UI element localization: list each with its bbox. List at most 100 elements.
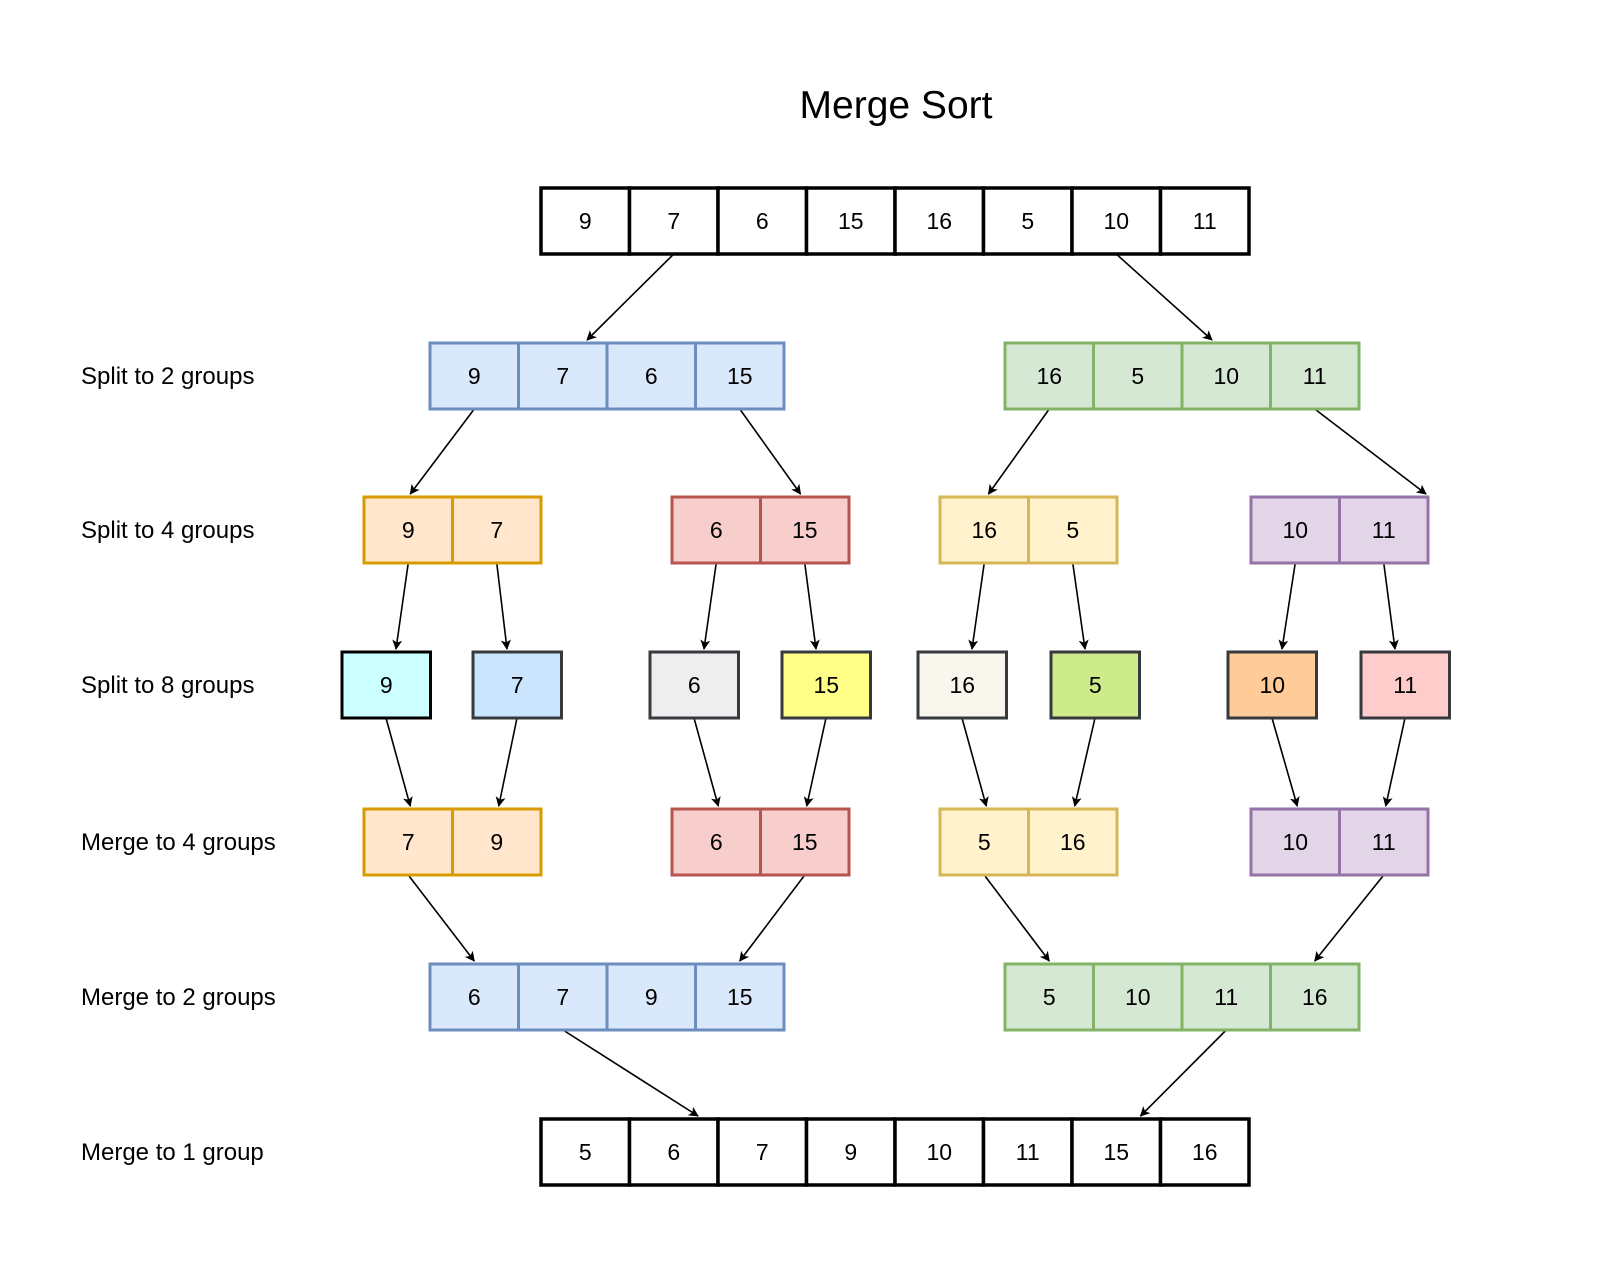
arrows-layer xyxy=(385,253,1427,1117)
input-cell-box xyxy=(716,186,809,256)
flow-arrow xyxy=(968,562,986,650)
stage-0-cell-box xyxy=(428,341,520,411)
stage-0-cell-value: 11 xyxy=(1303,363,1327,389)
input-cell-value: 7 xyxy=(667,208,680,234)
stage-label: Merge to 1 group xyxy=(81,1139,264,1166)
flow-arrow xyxy=(961,717,989,807)
stage-3-cell-value: 16 xyxy=(1060,829,1086,855)
stage-0-cell-box xyxy=(517,341,609,411)
stage-label: Split to 2 groups xyxy=(81,363,254,390)
stage-3-cell-value: 5 xyxy=(978,829,991,855)
flow-arrow xyxy=(1382,717,1406,807)
flow-arrow xyxy=(392,562,410,650)
flow-arrow xyxy=(562,1029,699,1117)
flow-arrow xyxy=(495,562,511,650)
stage-4-cell-value: 11 xyxy=(1214,984,1238,1010)
flow-arrow xyxy=(1071,562,1089,650)
flow-arrow xyxy=(495,717,518,807)
stage-4-cell-box xyxy=(517,962,609,1032)
input-cell-value: 11 xyxy=(1193,208,1217,234)
input-cell-value: 15 xyxy=(838,208,864,234)
stage-1-cell-box xyxy=(1338,495,1430,565)
stage-5-cell-value: 16 xyxy=(1192,1139,1218,1165)
stage-4-cell-value: 5 xyxy=(1043,984,1056,1010)
input-cell-box xyxy=(893,186,986,256)
stage-3-cell-value: 9 xyxy=(490,829,503,855)
input-cell-box xyxy=(804,186,897,256)
flow-arrow xyxy=(1115,253,1213,341)
stage-0-cell-value: 7 xyxy=(556,363,569,389)
stage-2-cell-box xyxy=(648,650,740,720)
stage-5-cell-box xyxy=(804,1117,897,1187)
stage-1-cell-value: 15 xyxy=(792,517,818,543)
stage-5-cell-value: 5 xyxy=(579,1139,592,1165)
flow-arrow xyxy=(803,562,820,650)
stage-3-cell-value: 10 xyxy=(1282,829,1308,855)
flow-arrow xyxy=(700,562,718,650)
stage-1-cell-box xyxy=(451,495,543,565)
stage-2-cell-value: 5 xyxy=(1089,672,1102,698)
stage-5-cell-value: 10 xyxy=(926,1139,952,1165)
flow-arrow xyxy=(409,408,475,495)
stage-label: Split to 4 groups xyxy=(81,517,254,544)
input-cell-value: 6 xyxy=(756,208,769,234)
flow-arrow xyxy=(983,874,1050,962)
stage-2-cell-value: 9 xyxy=(380,672,393,698)
stage-3-cell-box xyxy=(1338,807,1430,877)
flow-arrow xyxy=(693,717,721,807)
stage-1-cell-value: 11 xyxy=(1372,517,1396,543)
stage-5-cell-box xyxy=(716,1117,809,1187)
stage-3-cell-box xyxy=(759,807,851,877)
stage-4-cell-value: 16 xyxy=(1302,984,1328,1010)
flow-arrow xyxy=(1278,562,1297,650)
stage-2-cell-value: 10 xyxy=(1259,672,1285,698)
stage-0-cell-value: 15 xyxy=(727,363,753,389)
stage-5-cell-box xyxy=(1158,1117,1251,1187)
stage-3-cell-box xyxy=(451,807,543,877)
stage-2-cell-box xyxy=(1049,650,1141,720)
stage-3-cell-value: 6 xyxy=(710,829,723,855)
flow-arrow xyxy=(803,717,827,807)
stage-1-cell-box xyxy=(938,495,1030,565)
stage-0-cell-value: 10 xyxy=(1213,363,1239,389)
stage-5-cell-value: 6 xyxy=(667,1139,680,1165)
input-cell-value: 5 xyxy=(1021,208,1034,234)
stage-2-cell-value: 11 xyxy=(1393,672,1417,698)
stage-5-cell-value: 9 xyxy=(844,1139,857,1165)
stage-5-cell-value: 7 xyxy=(756,1139,769,1165)
stage-4-cell-box xyxy=(1092,962,1184,1032)
stage-3-cell-box xyxy=(1249,807,1341,877)
stage-0-cell-box xyxy=(1269,341,1361,411)
stage-5-cell-box xyxy=(981,1117,1074,1187)
input-cell-box xyxy=(627,186,720,256)
stage-2-cell-value: 16 xyxy=(949,672,975,698)
stage-1-cell-value: 10 xyxy=(1282,517,1308,543)
diagram-title: Merge Sort xyxy=(800,84,993,127)
stage-1-cell-box xyxy=(1027,495,1119,565)
input-cell-box xyxy=(981,186,1074,256)
stage-5-cell-value: 11 xyxy=(1016,1139,1040,1165)
stage-0-cell-box xyxy=(1180,341,1272,411)
stage-4-cell-box xyxy=(694,962,786,1032)
stage-5-cell-box xyxy=(1070,1117,1163,1187)
stage-2-cell-value: 6 xyxy=(688,672,701,698)
flow-arrow xyxy=(1139,1029,1227,1117)
stage-0-cell-box xyxy=(605,341,697,411)
stage-4-cell-value: 10 xyxy=(1125,984,1151,1010)
stage-2-cell-box xyxy=(471,650,563,720)
stage-0-cell-box xyxy=(1092,341,1184,411)
stage-1-cell-box xyxy=(759,495,851,565)
stage-4-cell-box xyxy=(1180,962,1272,1032)
stage-2-cell-box xyxy=(780,650,872,720)
input-cell-value: 16 xyxy=(926,208,952,234)
stage-4-cell-value: 15 xyxy=(727,984,753,1010)
flow-arrow xyxy=(1314,408,1427,495)
stage-1-cell-value: 9 xyxy=(402,517,415,543)
stage-5-cell-box xyxy=(893,1117,986,1187)
stage-1-cell-box xyxy=(362,495,454,565)
flow-arrow xyxy=(1382,562,1399,650)
stage-5-cell-value: 15 xyxy=(1103,1139,1129,1165)
input-cell-box xyxy=(1158,186,1251,256)
